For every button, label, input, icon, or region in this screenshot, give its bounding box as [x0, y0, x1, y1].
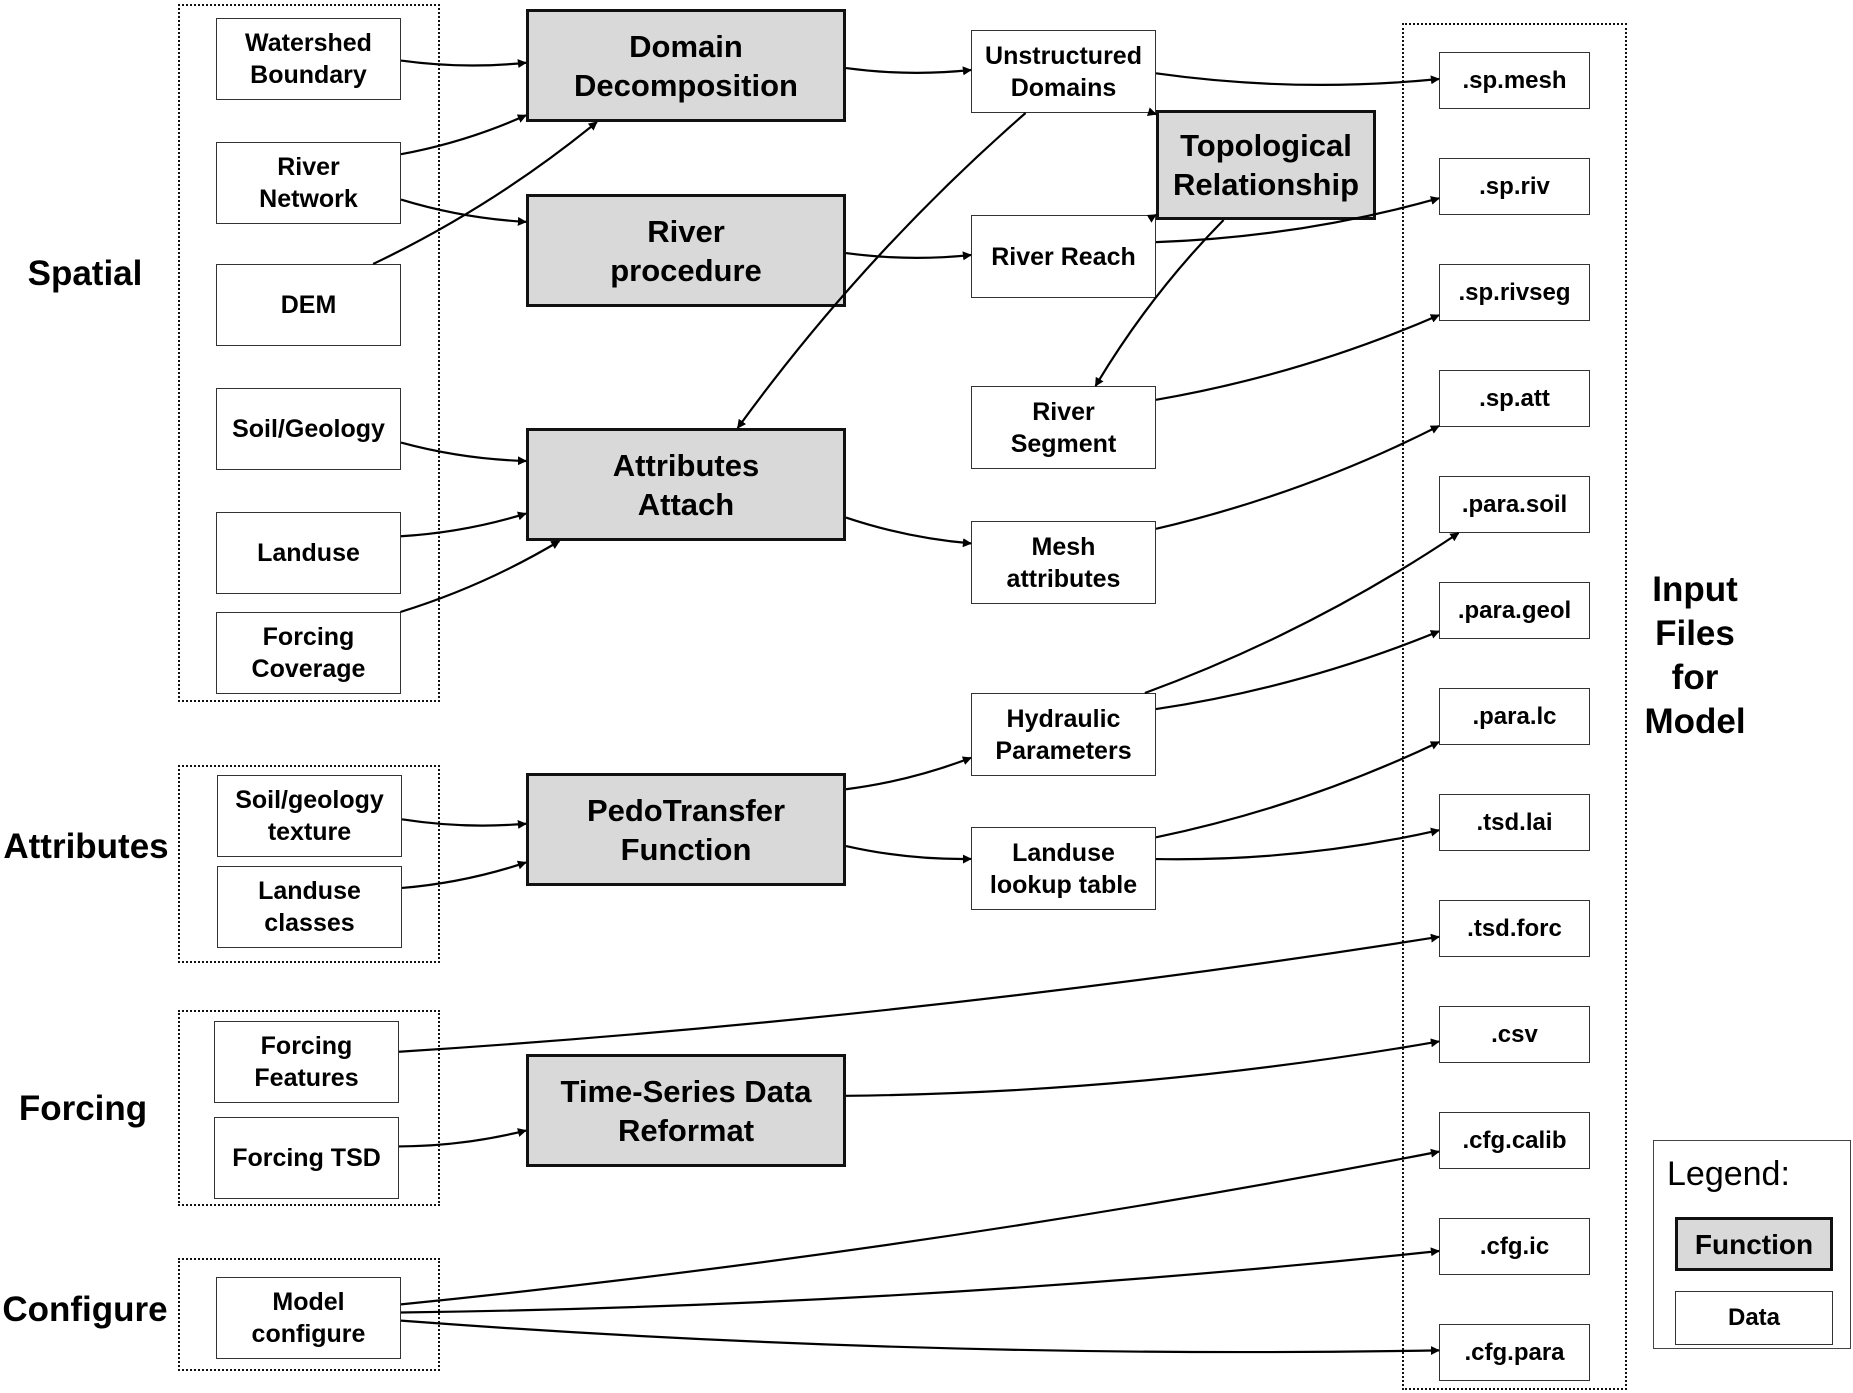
edge-model-configure-to-cfg-calib	[400, 1148, 1440, 1306]
spatial-group-box	[178, 4, 440, 702]
forcing-coverage-node: Forcing Coverage	[216, 612, 401, 694]
forcing-tsd-node: Forcing TSD	[214, 1117, 399, 1199]
river-segment-node: River Segment	[971, 386, 1156, 469]
domain-decomposition-function: Domain Decomposition	[526, 9, 846, 122]
river-network-node: River Network	[216, 142, 401, 224]
csv-file: .csv	[1439, 1006, 1590, 1063]
cfg-ic-file: .cfg.ic	[1439, 1218, 1590, 1275]
edge-mesh-attributes-to-sp-att	[1155, 424, 1440, 530]
sp-riv-file: .sp.riv	[1439, 158, 1590, 215]
configure-group-label: Configure	[2, 1290, 168, 1329]
soil-geology-node: Soil/Geology	[216, 388, 401, 470]
cfg-calib-file: .cfg.calib	[1439, 1112, 1590, 1169]
cfg-para-file: .cfg.para	[1439, 1324, 1590, 1381]
para-lc-file: .para.lc	[1439, 688, 1590, 745]
forcing-group-label: Forcing	[18, 1089, 148, 1128]
edge-pedotransfer-function-to-landuse-lookup	[845, 844, 972, 864]
landuse-node: Landuse	[216, 512, 401, 594]
configure-group-box	[178, 1258, 440, 1371]
topological-relationship-function: Topological Relationship	[1156, 110, 1376, 220]
legend-data-swatch: Data	[1675, 1291, 1833, 1345]
river-procedure-function: River procedure	[526, 194, 846, 307]
para-geol-file: .para.geol	[1439, 582, 1590, 639]
legend-title: Legend:	[1667, 1155, 1790, 1193]
tsd-lai-file: .tsd.lai	[1439, 794, 1590, 851]
edge-model-configure-to-cfg-ic	[400, 1247, 1440, 1314]
edge-unstructured-domains-to-sp-mesh	[1155, 72, 1440, 86]
edge-river-procedure-to-river-reach	[845, 251, 972, 261]
input-files-label: Input Files for Model	[1644, 570, 1746, 741]
dem-node: DEM	[216, 264, 401, 346]
edge-model-configure-to-cfg-para	[400, 1319, 1440, 1355]
edge-hydraulic-parameters-to-para-geol	[1155, 630, 1440, 711]
attributes-attach-function: Attributes Attach	[526, 428, 846, 541]
spatial-group-label: Spatial	[27, 254, 143, 293]
sp-mesh-file: .sp.mesh	[1439, 52, 1590, 109]
soil-geology-texture-node: Soil/geology texture	[217, 775, 402, 857]
edge-domain-decomposition-to-unstructured-domains	[845, 66, 972, 76]
pedotransfer-function: PedoTransfer Function	[526, 773, 846, 886]
forcing-group-box	[178, 1010, 440, 1206]
edge-time-series-reformat-to-csv	[845, 1038, 1440, 1097]
landuse-classes-node: Landuse classes	[217, 866, 402, 948]
edge-forcing-features-to-tsd-forc	[398, 933, 1440, 1053]
edge-landuse-lookup-to-para-lc	[1155, 740, 1440, 839]
landuse-lookup-table-node: Landuse lookup table	[971, 827, 1156, 910]
sp-rivseg-file: .sp.rivseg	[1439, 264, 1590, 321]
mesh-attributes-node: Mesh attributes	[971, 521, 1156, 604]
time-series-reformat-function: Time-Series Data Reformat	[526, 1054, 846, 1167]
forcing-features-node: Forcing Features	[214, 1021, 399, 1103]
model-configure-node: Model configure	[216, 1277, 401, 1359]
edge-attributes-attach-to-mesh-attributes	[845, 516, 972, 548]
para-soil-file: .para.soil	[1439, 476, 1590, 533]
attributes-group-label: Attributes	[3, 827, 169, 866]
legend: Legend: Function Data	[1653, 1140, 1851, 1349]
river-reach-node: River Reach	[971, 215, 1156, 298]
sp-att-file: .sp.att	[1439, 370, 1590, 427]
tsd-forc-file: .tsd.forc	[1439, 900, 1590, 957]
edge-river-segment-to-sp-rivseg	[1155, 314, 1440, 401]
edge-landuse-lookup-to-tsd-lai	[1155, 827, 1440, 861]
unstructured-domains-node: Unstructured Domains	[971, 30, 1156, 113]
legend-function-swatch: Function	[1675, 1217, 1833, 1271]
edge-pedotransfer-function-to-hydraulic-parameters	[845, 756, 972, 791]
hydraulic-parameters-node: Hydraulic Parameters	[971, 693, 1156, 776]
watershed-boundary-node: Watershed Boundary	[216, 18, 401, 100]
